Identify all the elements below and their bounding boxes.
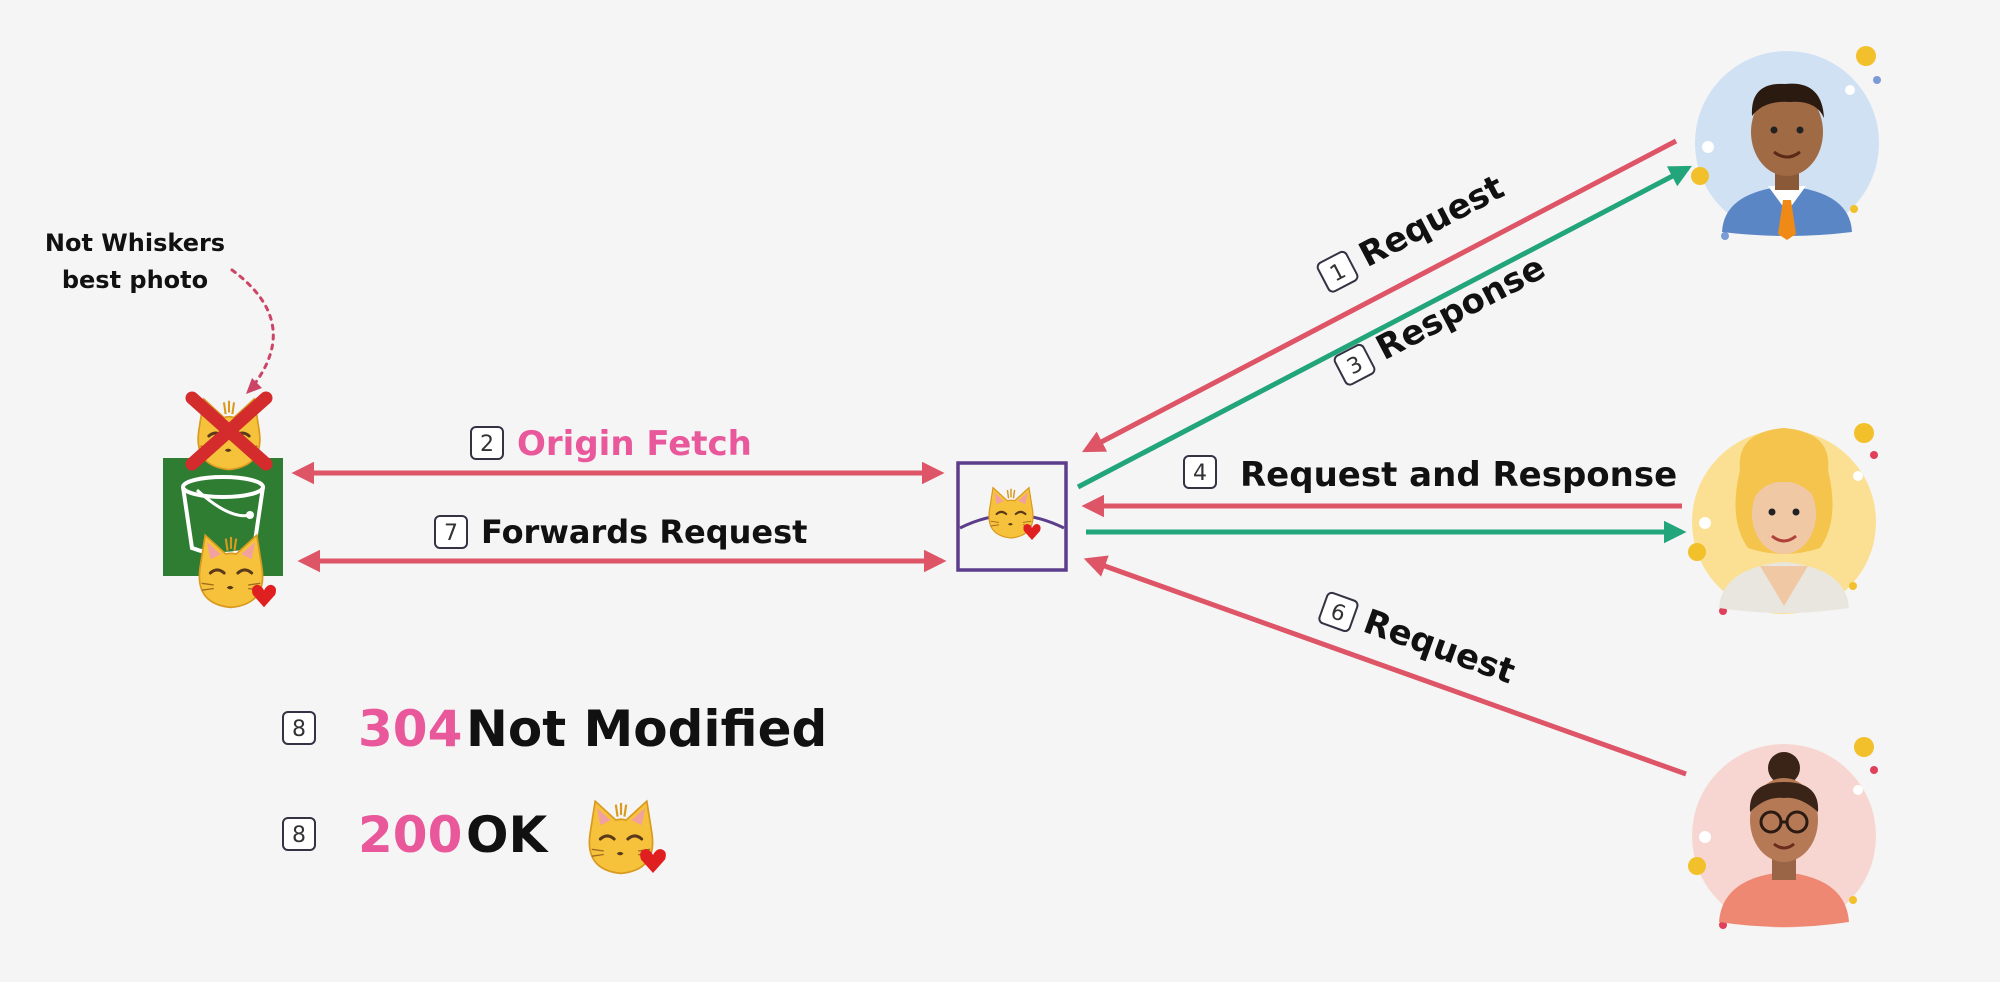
step-number: 7 [444,521,458,546]
step-badge [282,711,316,745]
annotation-arrowhead [246,378,262,394]
step-number: 8 [292,717,306,742]
origin-fetch-text: Origin Fetch [517,424,752,464]
step-badge [470,426,504,460]
user1-request-arrow [1082,138,1678,453]
forwards-request-text: Forwards Request [481,513,807,551]
forwards-request-label: 7 Forwards Request [434,513,807,551]
status-text: OK [466,806,550,864]
step-badge [1183,455,1217,489]
user-avatar-3 [1688,737,1878,929]
step-badge [282,817,316,851]
request-and-response-text: Request and Response [1240,455,1677,495]
status-code: 304 [358,700,462,758]
red-x-icon [185,391,273,471]
step-badge [1333,343,1376,386]
user2-label: 4 Request and Response [1183,455,1677,495]
annotation: Not Whiskers best photo [45,229,275,394]
user3-request-arrow [1083,555,1687,777]
user-avatar-1 [1691,46,1881,240]
cat-kiss-emoji [197,533,265,609]
result-200: 8 200 OK [282,799,666,875]
cdn-edge-icon [956,461,1068,572]
step-badge [1318,591,1359,633]
request-text: Request [1353,167,1511,275]
cat-kiss-emoji [587,799,655,875]
request-text: Request [1358,602,1520,693]
origin-bucket [163,391,283,609]
step-badge [1316,250,1359,293]
heart-icon [640,849,666,873]
step-number: 4 [1193,461,1207,486]
step-number: 8 [292,823,306,848]
status-text: Not Modified [466,700,827,758]
result-304: 8 304 Not Modified [282,700,827,758]
annotation-dotted-arrow [230,268,275,384]
response-text: Response [1370,248,1552,369]
user-avatar-2 [1688,423,1878,615]
step-badge [434,515,468,549]
status-code: 200 [358,806,462,864]
step-number: 2 [480,432,494,457]
annotation-line1: Not Whiskers [45,229,225,257]
origin-fetch-label: 2 Origin Fetch [470,424,752,464]
annotation-line2: best photo [62,266,208,294]
heart-icon [252,584,276,608]
user1-response-arrow [1076,165,1692,490]
user1-response-label: 3 Response [1333,248,1552,386]
